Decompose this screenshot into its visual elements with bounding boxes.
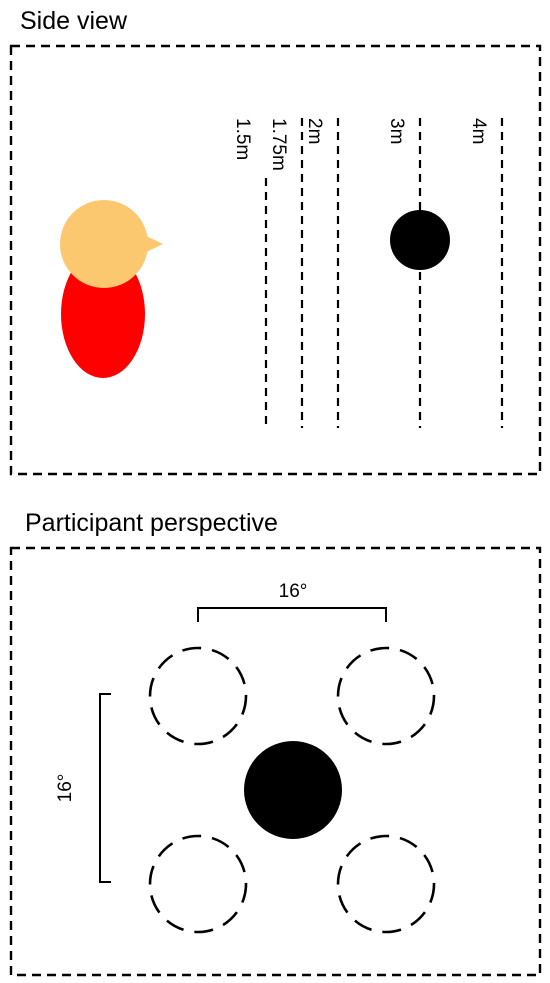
position-outline-bottom-right xyxy=(336,834,436,934)
perspective-title: Participant perspective xyxy=(25,509,278,537)
horizontal-angle-label: 16° xyxy=(279,581,308,602)
distance-label-1.75m: 1.75m xyxy=(268,118,289,171)
vertical-angle-bracket xyxy=(99,693,111,883)
vertical-angle-label: 16° xyxy=(55,774,76,803)
distance-label-2m: 2m xyxy=(304,118,325,144)
participant-head xyxy=(60,200,148,288)
side-view-title: Side view xyxy=(20,7,127,35)
side-view-frame xyxy=(9,44,542,476)
center-target xyxy=(244,741,342,839)
horizontal-angle-bracket xyxy=(197,607,387,622)
target-ball xyxy=(390,210,450,270)
distance-label-3m: 3m xyxy=(386,118,407,144)
distance-label-1.5m: 1.5m xyxy=(232,118,253,160)
perspective-frame xyxy=(9,546,542,977)
position-outline-bottom-left xyxy=(148,834,248,934)
distance-label-4m: 4m xyxy=(468,118,489,144)
position-outline-top-left xyxy=(148,646,248,746)
position-outline-top-right xyxy=(336,646,436,746)
